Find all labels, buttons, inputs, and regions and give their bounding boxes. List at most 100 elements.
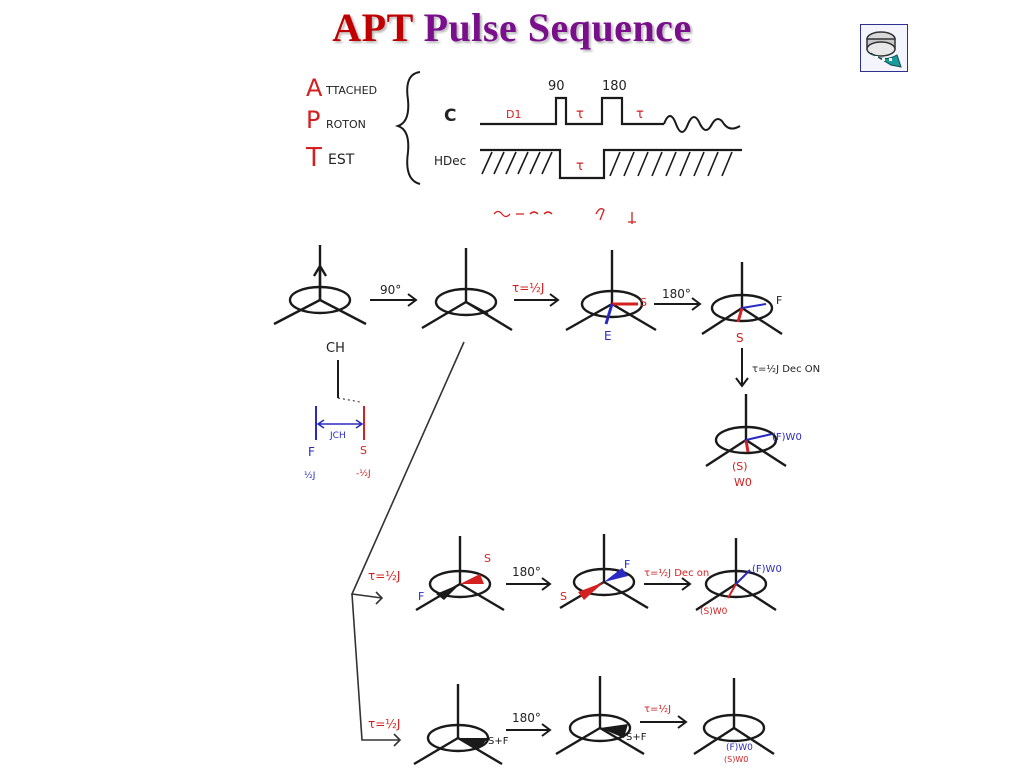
frame3-label-s: S [640, 296, 647, 309]
row2-frame3-blue-vector [735, 569, 751, 585]
row2-frame1-black-wedge [436, 584, 460, 600]
dec-on-label: τ=½J Dec ON [752, 363, 820, 375]
red-annotation-scribble [493, 208, 636, 224]
acronym-p-rest: ROTON [326, 118, 366, 131]
vector-frame-3 [565, 250, 657, 332]
frame5-red-vector [744, 439, 750, 453]
acronym-p-letter: P [306, 106, 320, 134]
film-reel-graphic [866, 31, 902, 68]
fid-signal [663, 115, 741, 133]
frame3-blue-vector [604, 303, 614, 325]
row2-frame2-blue-wedge [604, 568, 628, 582]
row2-frame-1 [415, 536, 505, 612]
vector-frame-4 [701, 262, 783, 336]
decoupler-channel-line [480, 148, 742, 180]
pulse-label-180: 180 [602, 79, 627, 94]
title-apt: APT [332, 5, 414, 50]
ch-label: CH [326, 341, 345, 356]
row2-arrow-180-label: 180° [512, 565, 541, 579]
acronym-block: A TTACHED P ROTON T EST [305, 71, 421, 185]
frame3-label-e: E [604, 329, 612, 343]
ch-frac-pos: ½J [304, 471, 315, 481]
ch-jch-label: JCH [329, 431, 346, 441]
frame4-label-f: F [776, 294, 782, 307]
row3-frame2-wedge [600, 724, 628, 738]
row3-frame3-fw: (F)W0 [726, 743, 753, 753]
decoupler-hatching [481, 151, 733, 177]
acronym-t-rest: EST [328, 152, 355, 168]
row2-frame2-f: F [624, 558, 630, 571]
row3-arrow-tau [640, 715, 688, 729]
row3-frame2-sf: S+F [626, 732, 647, 743]
row2-frame1-s: S [484, 552, 491, 565]
arrow-180-label: 180° [662, 287, 691, 301]
row2-dec-label: τ=½J Dec on [644, 567, 709, 579]
title-pulse-sequence: Pulse Sequence [423, 5, 692, 50]
frame5-label-w0: W0 [734, 476, 752, 489]
arrow-90-label: 90° [380, 283, 401, 297]
pulse-label-90: 90 [548, 79, 565, 94]
pulse-label-d1: D1 [506, 108, 521, 121]
row3-vector-diagrams: τ=½J S+F 180° S+F τ=½J (F)W0 (S)W0 [368, 676, 775, 766]
carbon-channel-line [480, 96, 664, 126]
pulse-tau-1: τ [576, 107, 584, 122]
row2-tau-label: τ=½J [368, 569, 400, 583]
ch-dotted [337, 397, 361, 403]
arrow-90 [370, 293, 418, 307]
top-row-vector-diagrams: 90° τ=½J S E 180° [273, 245, 820, 489]
pulse-sequence: C HDec 90 180 D1 τ τ τ [434, 79, 742, 224]
row2-arrow-180 [506, 577, 552, 591]
row2-frame1-red-wedge [460, 574, 484, 584]
vector-frame-1 [273, 245, 367, 326]
frame4-red-vector [736, 307, 744, 323]
pulse-tau-2: τ [636, 107, 644, 122]
vector-frame-2 [421, 248, 513, 332]
row3-frame1-sf: S+F [488, 736, 509, 747]
row2-frame3-fw: (F)W0 [752, 564, 782, 575]
acronym-a-letter: A [306, 74, 323, 102]
row3-frame1-wedge [458, 738, 488, 750]
frame5-label-fw0: (F)W0 [772, 432, 802, 443]
row2-arrow-dec [644, 577, 692, 591]
row2-frame-3 [695, 538, 777, 612]
frame4-blue-vector [741, 303, 767, 309]
acronym-t-letter: T [305, 143, 322, 173]
row2-frame1-f: F [418, 590, 424, 603]
slide-title: APT Pulse Sequence [0, 4, 1024, 51]
vector-frame-5 [705, 394, 787, 468]
frame5-label-sw0: (S) [732, 460, 748, 473]
row3-arrow-180 [506, 723, 552, 737]
ch-splitting-diagram: CH JCH F S ½J -½J [304, 341, 371, 481]
acronym-a-rest: TTACHED [325, 84, 377, 97]
row3-frame-3 [693, 678, 775, 756]
row2-frame3-sw: (S)W0 [700, 607, 728, 617]
arrow-tau-1-label: τ=½J [512, 281, 544, 295]
row3-frame3-sw: (S)W0 [724, 755, 748, 764]
arrow-180-1 [654, 297, 702, 311]
row2-frame3-red-vector [727, 583, 737, 599]
branch-lines [350, 341, 465, 747]
row3-tau-label: τ=½J [368, 717, 400, 731]
curly-brace [394, 71, 421, 185]
row3-frame-2 [555, 676, 645, 756]
row3-tau2-label: τ=½J [644, 703, 671, 715]
arrow-down-dec-on [735, 348, 749, 388]
frame4-label-s: S [736, 331, 744, 345]
film-reel-icon[interactable] [860, 24, 908, 72]
frame5-blue-vector [745, 433, 773, 441]
row3-frame-1 [413, 684, 503, 766]
ch-jch-arrow [316, 419, 364, 429]
pulse-label-hdec: HDec [434, 154, 466, 168]
row2-vector-diagrams: τ=½J S F 180° F S τ=½J Dec on [368, 534, 782, 617]
ch-label-f: F [308, 445, 315, 459]
ch-frac-neg: -½J [356, 469, 371, 479]
row2-frame2-s: S [560, 590, 567, 603]
row2-frame2-red-wedge [578, 582, 604, 600]
pulse-tau-3: τ [576, 159, 584, 174]
pulse-label-c: C [444, 106, 456, 126]
ch-label-s: S [360, 444, 367, 457]
row2-frame-2 [559, 534, 649, 610]
row3-arrow-180-label: 180° [512, 711, 541, 725]
arrow-tau-1 [514, 293, 560, 307]
